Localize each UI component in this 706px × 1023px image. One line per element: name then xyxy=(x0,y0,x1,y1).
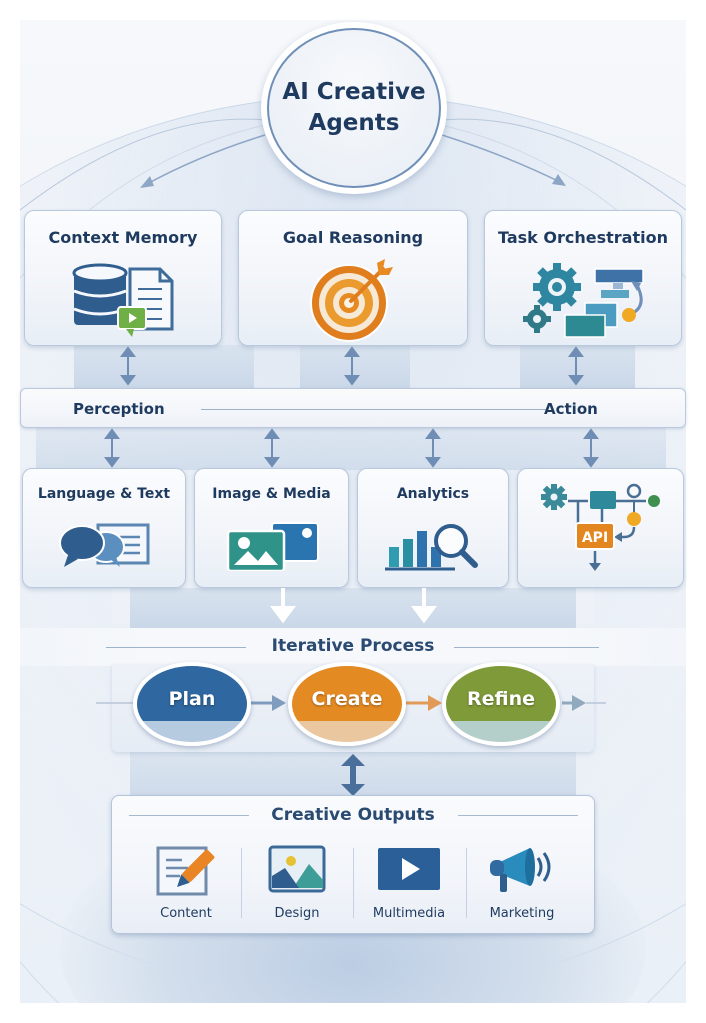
action-label: Action xyxy=(544,400,598,418)
hub-curve xyxy=(441,118,687,211)
step-plan[interactable]: Plan xyxy=(133,662,251,746)
capability-language-text[interactable]: Language & Text xyxy=(22,468,186,588)
output-label: Multimedia xyxy=(372,906,446,921)
creative-outputs-panel: Creative Outputs Content Design xyxy=(111,795,595,934)
connector-column xyxy=(74,345,254,390)
arrow-head-icon xyxy=(272,695,286,711)
arrow-head-icon xyxy=(428,695,442,711)
megaphone-icon xyxy=(490,848,551,892)
output-design[interactable]: Design xyxy=(241,844,353,928)
target-icon xyxy=(310,259,393,342)
chart-magnifier-icon xyxy=(385,524,478,571)
outputs-bidirectional-arrow xyxy=(341,754,365,796)
speech-bubbles-icon xyxy=(59,523,150,567)
output-content[interactable]: Content xyxy=(130,844,242,928)
arrow-head-icon xyxy=(140,176,154,188)
step-refine[interactable]: Refine xyxy=(442,662,560,746)
images-icon xyxy=(226,522,319,571)
step-label: Refine xyxy=(466,688,535,710)
hub-arrow-right xyxy=(441,134,561,183)
capability-title: Image & Media xyxy=(212,486,331,502)
gears-workflow-icon xyxy=(523,263,644,338)
video-play-icon xyxy=(378,848,440,890)
output-divider xyxy=(466,848,467,918)
capability-image-media[interactable]: Image & Media xyxy=(194,468,349,588)
capability-analytics[interactable]: Analytics xyxy=(357,468,509,588)
creative-outputs-title: Creative Outputs xyxy=(271,805,435,825)
database-document-icon xyxy=(72,263,174,337)
connector-column xyxy=(36,428,666,470)
title-rule xyxy=(129,815,249,816)
api-integration-icon: API xyxy=(540,483,660,571)
image-design-icon xyxy=(268,845,326,893)
capability-arrows xyxy=(104,428,599,468)
perception-label: Perception xyxy=(73,400,165,418)
hub-curve xyxy=(19,118,266,211)
module-task-orchestration[interactable]: Task Orchestration xyxy=(484,210,682,346)
output-label: Marketing xyxy=(489,906,555,921)
step-create[interactable]: Create xyxy=(288,662,406,746)
capability-title: Analytics xyxy=(396,486,470,502)
process-flow-arrows xyxy=(96,695,606,711)
module-goal-reasoning[interactable]: Goal Reasoning xyxy=(238,210,468,346)
arrow-head-icon xyxy=(552,174,566,186)
iterative-process-title: Iterative Process xyxy=(271,636,435,656)
output-divider xyxy=(353,848,354,918)
step-label: Create xyxy=(311,688,383,710)
capability-api-integration[interactable]: API xyxy=(517,468,684,588)
process-input-arrows xyxy=(270,588,437,624)
edit-document-icon xyxy=(156,846,215,896)
connector-column xyxy=(576,588,594,624)
output-marketing[interactable]: Marketing xyxy=(466,844,578,928)
output-divider xyxy=(241,848,242,918)
module-context-memory[interactable]: Context Memory xyxy=(24,210,222,346)
output-multimedia[interactable]: Multimedia xyxy=(353,844,465,928)
hub-circle[interactable]: AI Creative Agents xyxy=(261,22,447,194)
output-label: Content xyxy=(160,906,212,921)
connector-column xyxy=(112,588,130,624)
module-title: Context Memory xyxy=(48,228,198,247)
title-rule xyxy=(106,647,246,648)
bar-divider-line xyxy=(201,409,546,410)
module-arrows xyxy=(120,346,584,386)
step-label: Plan xyxy=(168,688,216,710)
connector-column xyxy=(130,588,576,628)
title-rule xyxy=(454,647,599,648)
output-label: Design xyxy=(274,906,320,921)
arrow-head-icon xyxy=(572,695,586,711)
module-title: Goal Reasoning xyxy=(282,228,424,247)
capability-title: Language & Text xyxy=(37,486,171,502)
hub-title: AI Creative Agents xyxy=(282,79,426,136)
perception-action-bar: Perception Action xyxy=(20,388,686,428)
title-rule xyxy=(458,815,578,816)
hub-arrow-left xyxy=(144,134,266,186)
hub-arrows xyxy=(19,118,687,211)
module-title: Task Orchestration xyxy=(498,228,668,247)
api-badge-text: API xyxy=(581,530,607,546)
